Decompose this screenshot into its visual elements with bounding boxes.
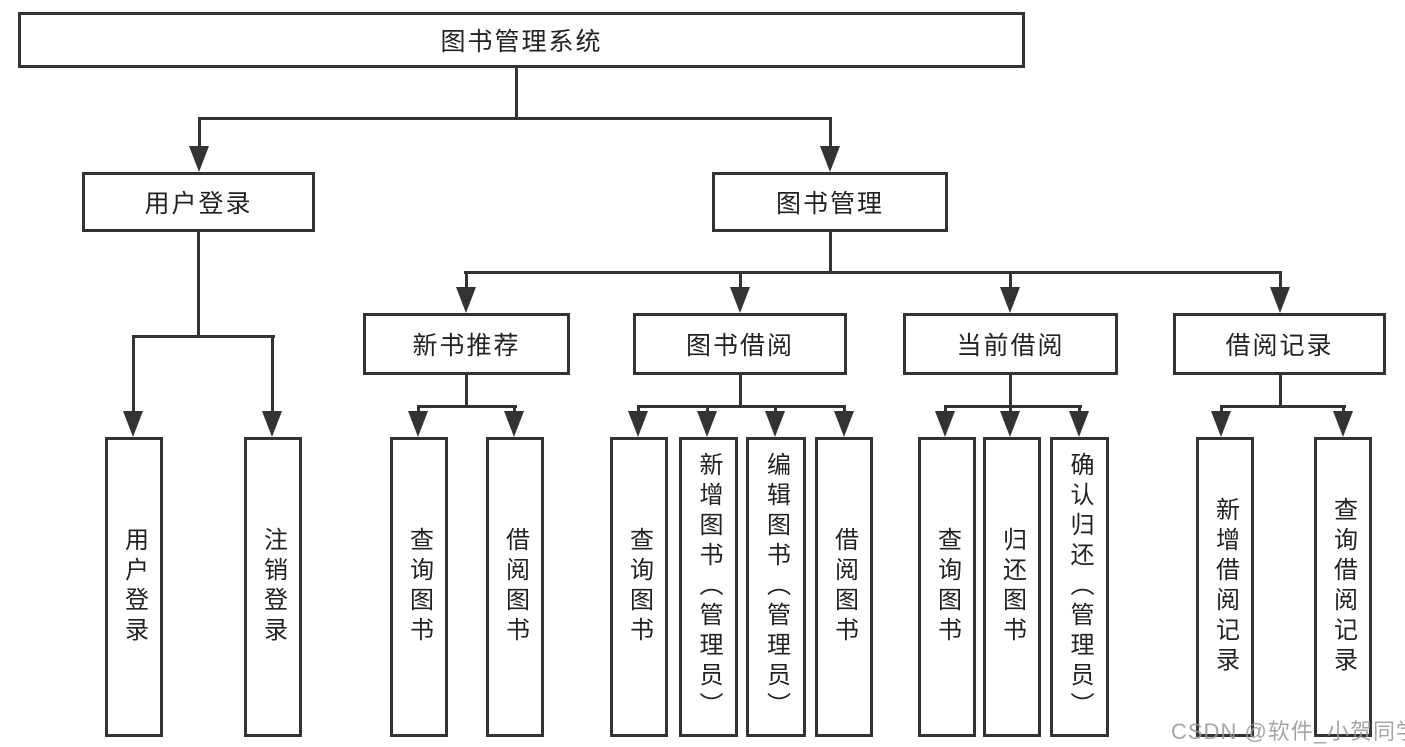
leaf-return-books: 归还图书 [983,437,1041,737]
connector-line [132,335,135,415]
arrowhead [628,411,648,437]
connector-line [774,405,777,415]
node-book-management-branch: 图书管理 [712,172,948,232]
arrowhead [935,411,955,437]
connector-line [271,335,274,415]
node-root: 图书管理系统 [18,12,1025,68]
leaf-confirm-return-admin: 确认归还（管理员） [1050,437,1109,737]
node-book-borrowing: 图书借阅 [633,313,847,375]
arrowhead [820,146,840,172]
connector-line [829,232,832,271]
leaf-query-books-current: 查询图书 [918,437,976,737]
connector-line [198,117,832,120]
connector-line [465,271,468,289]
connector-line [637,405,640,415]
arrowhead [456,287,476,313]
arrowhead [765,411,785,437]
connector-line [198,117,201,149]
node-borrowing-records: 借阅记录 [1173,313,1386,375]
connector-line [1078,405,1081,415]
arrowhead [504,411,524,437]
leaf-query-books-recommend: 查询图书 [390,437,448,737]
leaf-logout: 注销登录 [244,437,302,737]
connector-line [706,405,709,415]
csdn-watermark: CSDN @软件_小贺同学 [1171,719,1405,744]
connector-line [513,405,516,415]
connector-line [944,405,947,415]
arrowhead [189,146,209,172]
connector-line [1279,271,1282,289]
connector-line [417,405,517,408]
connector-line [944,405,1082,408]
arrowhead [834,411,854,437]
connector-line [1220,405,1346,408]
connector-line [1009,271,1012,289]
leaf-query-books-borrowing: 查询图书 [610,437,668,737]
arrowhead [123,411,143,437]
arrowhead [1000,411,1020,437]
arrowhead [1333,411,1353,437]
node-user-login-branch: 用户登录 [82,172,315,232]
leaf-edit-books-admin: 编辑图书（管理员） [746,437,806,737]
arrowhead [262,411,282,437]
arrowhead [1069,411,1089,437]
node-current-borrowing: 当前借阅 [903,313,1118,375]
arrowhead [1000,287,1020,313]
arrowhead [1270,287,1290,313]
connector-line [1220,405,1223,415]
connector-line [1009,405,1012,415]
leaf-user-login: 用户登录 [105,437,163,737]
connector-line [465,375,468,405]
connector-line [197,232,200,335]
leaf-borrow-books-recommend: 借阅图书 [486,437,544,737]
arrowhead [730,287,750,313]
node-new-book-recommend: 新书推荐 [363,313,570,375]
leaf-borrow-books: 借阅图书 [815,437,873,737]
connector-line [739,271,742,289]
arrowhead [408,411,428,437]
connector-line [515,68,518,117]
connector-line [843,405,846,415]
connector-line [637,405,846,408]
leaf-add-books-admin: 新增图书（管理员） [679,437,738,737]
connector-line [464,271,1282,274]
leaf-query-borrow-record: 查询借阅记录 [1314,437,1372,737]
arrowhead [1211,411,1231,437]
arrowhead [697,411,717,437]
connector-line [1009,375,1012,405]
leaf-add-borrow-record: 新增借阅记录 [1196,437,1254,737]
connector-line [829,117,832,149]
connector-line [1342,405,1345,415]
connector-line [132,335,275,338]
connector-line [739,375,742,405]
connector-line [1279,375,1282,405]
connector-line [417,405,420,415]
